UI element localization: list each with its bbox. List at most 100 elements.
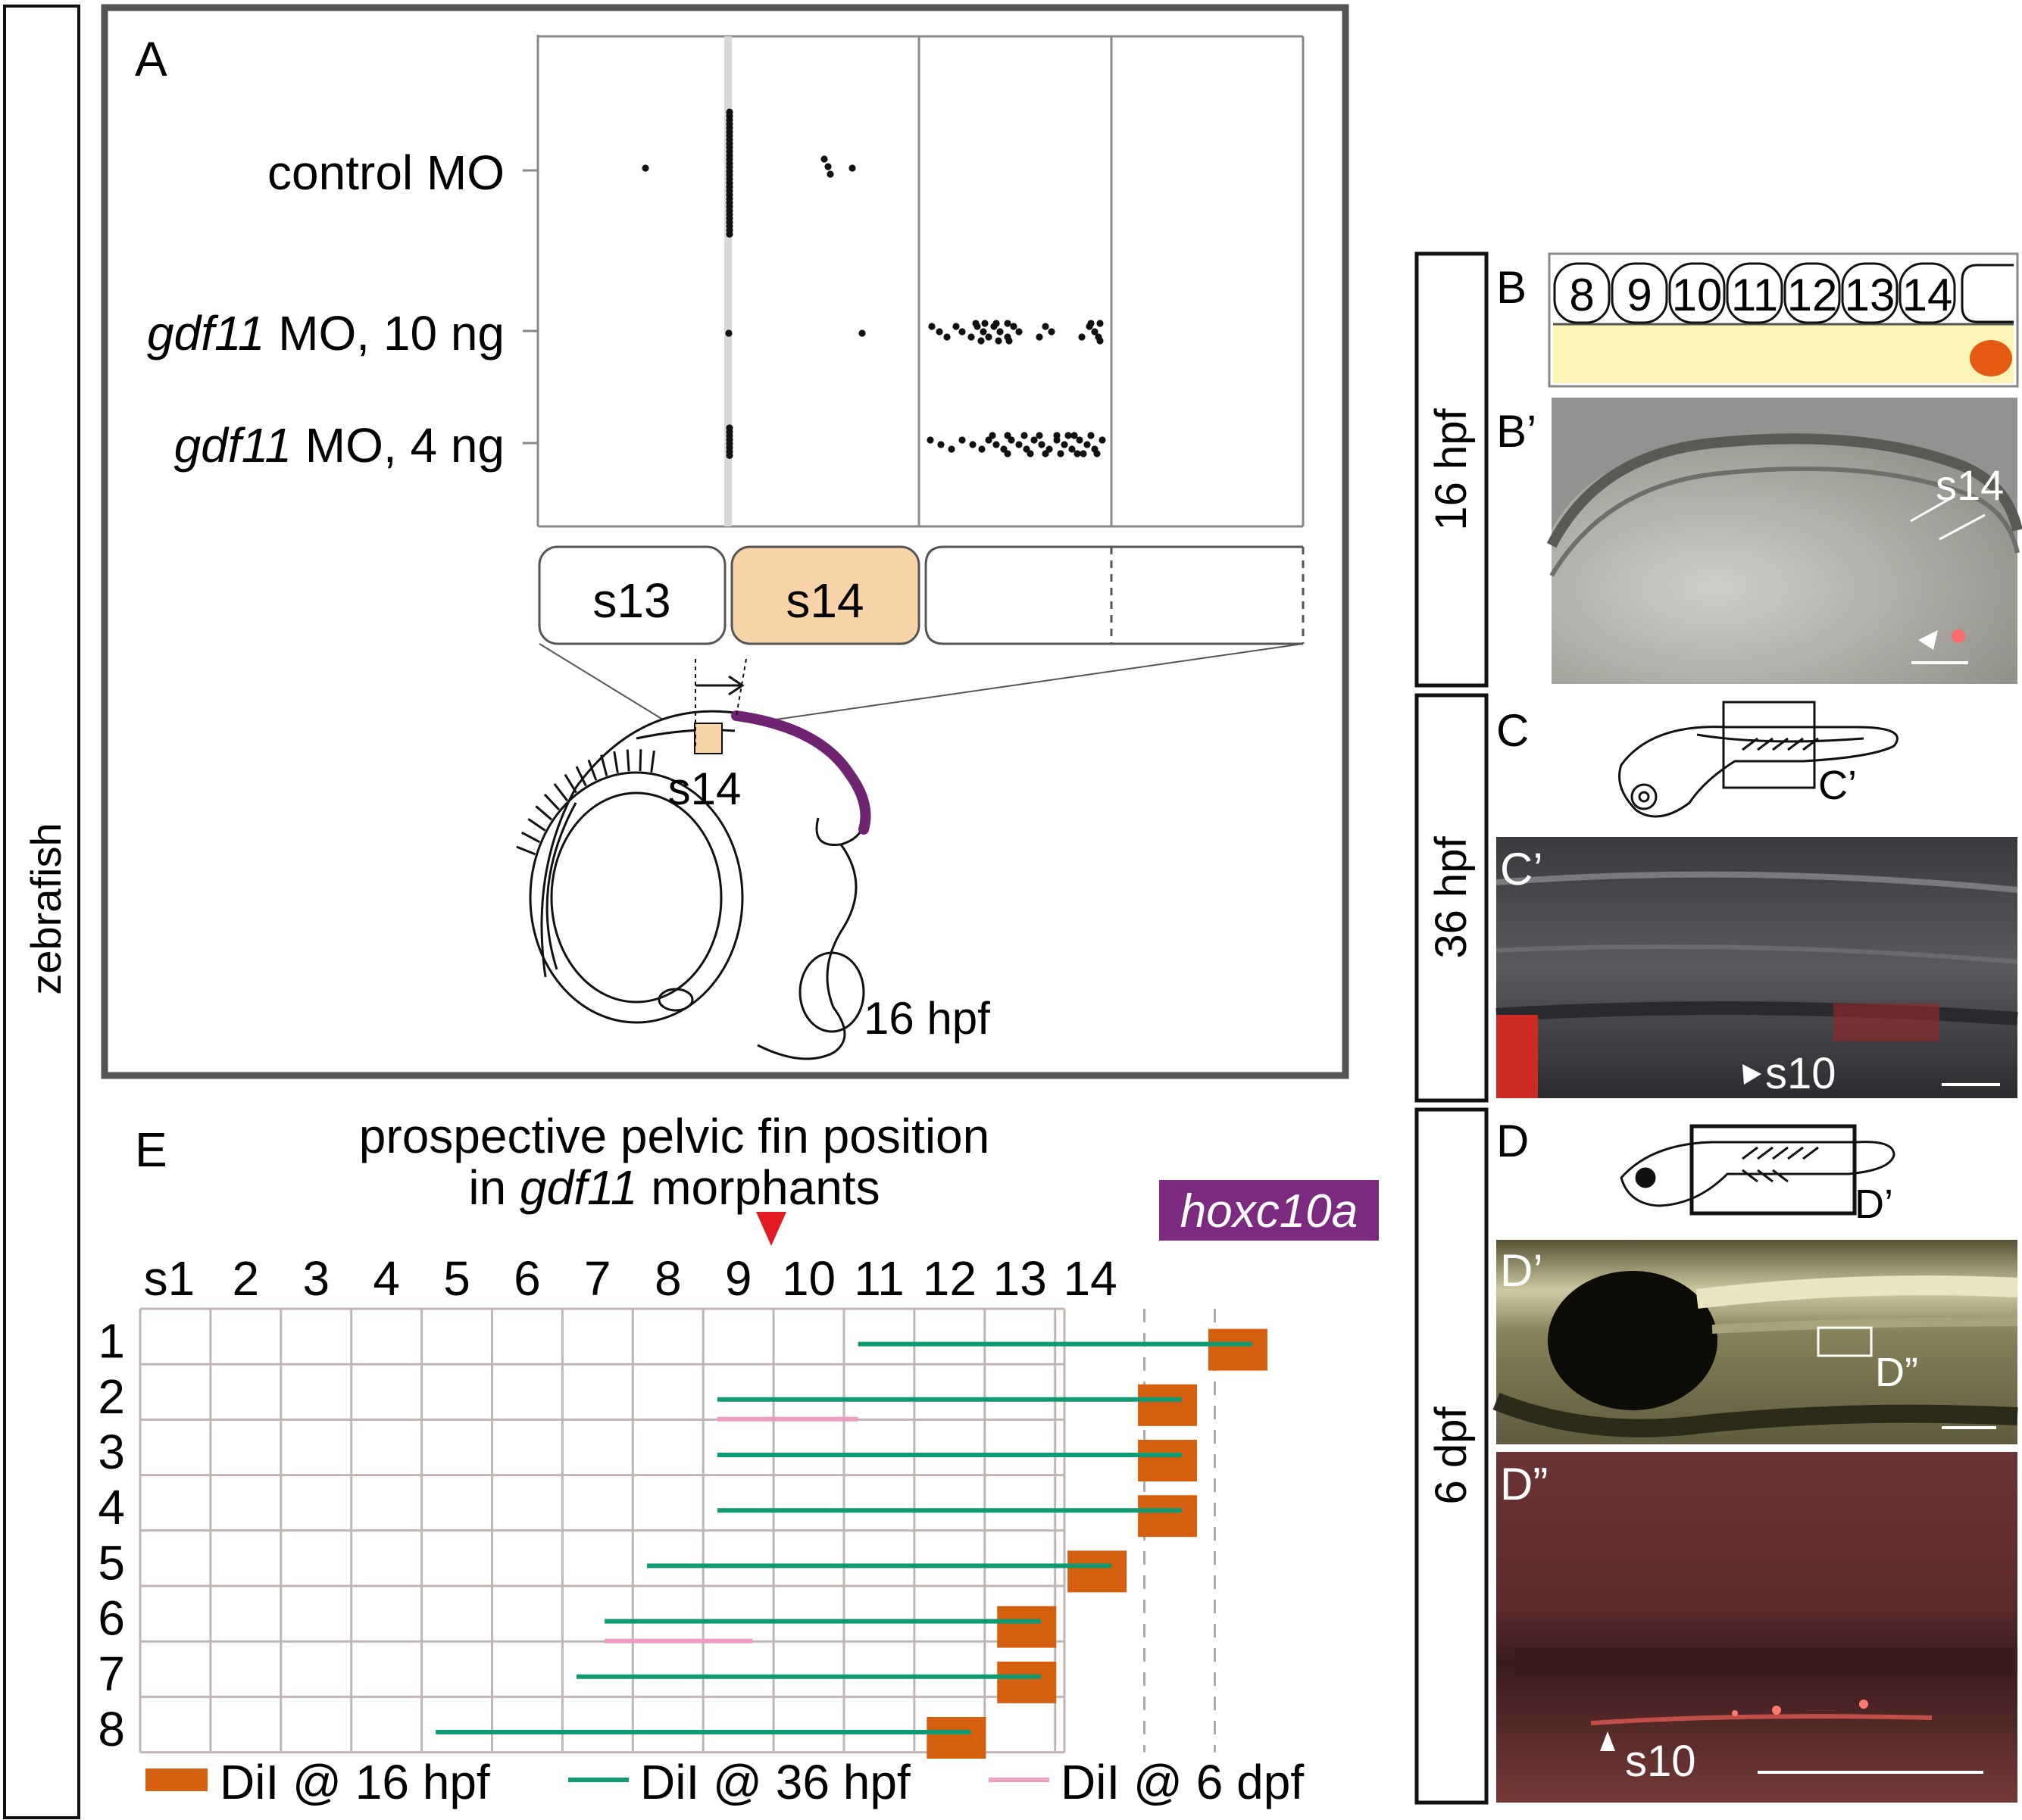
dot [1070,432,1078,439]
stage-label-36hpf: 36 hpf [1427,835,1476,958]
column-label: 6 [514,1251,541,1306]
dot [958,328,966,336]
segment-s14-label: s14 [786,573,864,628]
dil-16hpf-bar [927,1717,986,1759]
dot [827,170,834,178]
column-label: 14 [1064,1251,1117,1306]
legend-swatch-16hpf [145,1768,208,1791]
row-label: 4 [98,1480,125,1534]
row-label: 5 [98,1535,125,1590]
dot [1078,333,1086,341]
column-label: 3 [302,1251,330,1306]
dot [1010,323,1017,330]
panel-d-prime: D’ D” [1492,1240,2018,1444]
gene-label-box [1159,1180,1379,1241]
panel-e-title-line2: in gdf11 morphants [468,1160,880,1215]
dot [985,333,992,341]
dil-16hpf-bar [1138,1495,1198,1537]
panel-e: E prospective pelvic fin position in gdf… [98,1109,1379,1809]
panel-d-double-prime-letter: D” [1500,1459,1548,1509]
dot [1004,450,1011,457]
somite-label: 9 [1627,270,1652,320]
dot [1053,432,1061,439]
panel-a: A control MO gdf11 MO, 10 ng gdf11 MO, 4… [101,4,1349,1079]
column-label: 11 [854,1251,904,1306]
dot [1027,450,1034,457]
somite-box [1668,262,1726,324]
dot [642,164,649,172]
dot [952,323,960,330]
dot [1096,337,1104,345]
dot [726,230,733,238]
panel-a-frame [101,4,1349,1079]
row-label: 6 [98,1591,125,1646]
dot [1093,450,1101,457]
somite-label: 10 [1672,270,1723,320]
shift-arrow [695,675,745,696]
bar-marks [436,1328,1267,1759]
column-label: 10 [782,1251,836,1306]
row-label-gdf11-4: gdf11 MO, 4 ng [174,418,505,473]
zoom-box-c-label: C’ [1818,763,1857,808]
segment-s13-box [538,545,727,645]
column-label: 13 [993,1251,1047,1306]
dot [978,445,986,453]
dot [980,328,987,336]
somite-box [1553,262,1611,324]
row-label-gdf11-10: gdf11 MO, 10 ng [147,306,505,361]
zoom-box-dd [1817,1326,1873,1357]
dot [989,432,996,439]
dot [969,441,977,448]
dot [1080,450,1087,457]
column-label: 7 [584,1251,611,1306]
marker-triangle [756,1212,786,1246]
somite-box [1783,262,1841,324]
stage-box-16hpf [1414,251,1489,688]
segment-s14-box [730,545,920,645]
embryo-s14-label: s14 [668,763,742,814]
segment-s13-label: s13 [592,573,670,628]
dot [1004,432,1011,439]
dot [1064,432,1072,439]
side-label: zebrafish [22,823,70,994]
dot [1038,441,1045,448]
legend-label-36hpf: DiI @ 36 hpf [640,1755,911,1809]
column-label: 8 [655,1251,682,1306]
dil-16hpf-bar [1138,1440,1198,1481]
dot [981,320,989,327]
arrowhead-6dpf [1600,1731,1615,1751]
column-label: 12 [923,1251,977,1306]
row-label: 8 [98,1702,125,1756]
dot [858,329,866,337]
somite-grid [139,1307,1216,1754]
dot [1087,432,1095,439]
somite-label: 11 [1731,270,1778,320]
zoom-box-d [1689,1124,1857,1216]
legend-label-16hpf: DiI @ 16 hpf [220,1755,490,1809]
dot [1087,320,1095,327]
dot [967,333,975,341]
panel-d-letter: D [1496,1116,1529,1166]
panel-d-prime-letter: D’ [1500,1245,1543,1296]
panel-c-prime-letter: C’ [1500,844,1543,894]
panel-a-letter: A [135,32,167,86]
somite-label: 12 [1787,270,1838,320]
dot [937,441,945,448]
dot [1076,436,1083,444]
panel-c: C C’ [1496,701,1899,818]
zoom-box-d-label: D’ [1855,1182,1893,1227]
dil-16hpf-bar [1208,1328,1267,1371]
embryo-hoxc10a-domain [731,710,871,835]
zoom-box-c [1722,701,1816,789]
dil-16hpf-bar [1067,1550,1127,1593]
column-label: 5 [443,1251,470,1306]
dot [1015,441,1023,448]
label-s10-6dpf: s10 [1625,1737,1696,1786]
dot [948,445,955,453]
row-label: 7 [98,1647,125,1701]
column-label: s1 [144,1251,195,1306]
panel-a-stage: 16 hpf [864,993,990,1044]
